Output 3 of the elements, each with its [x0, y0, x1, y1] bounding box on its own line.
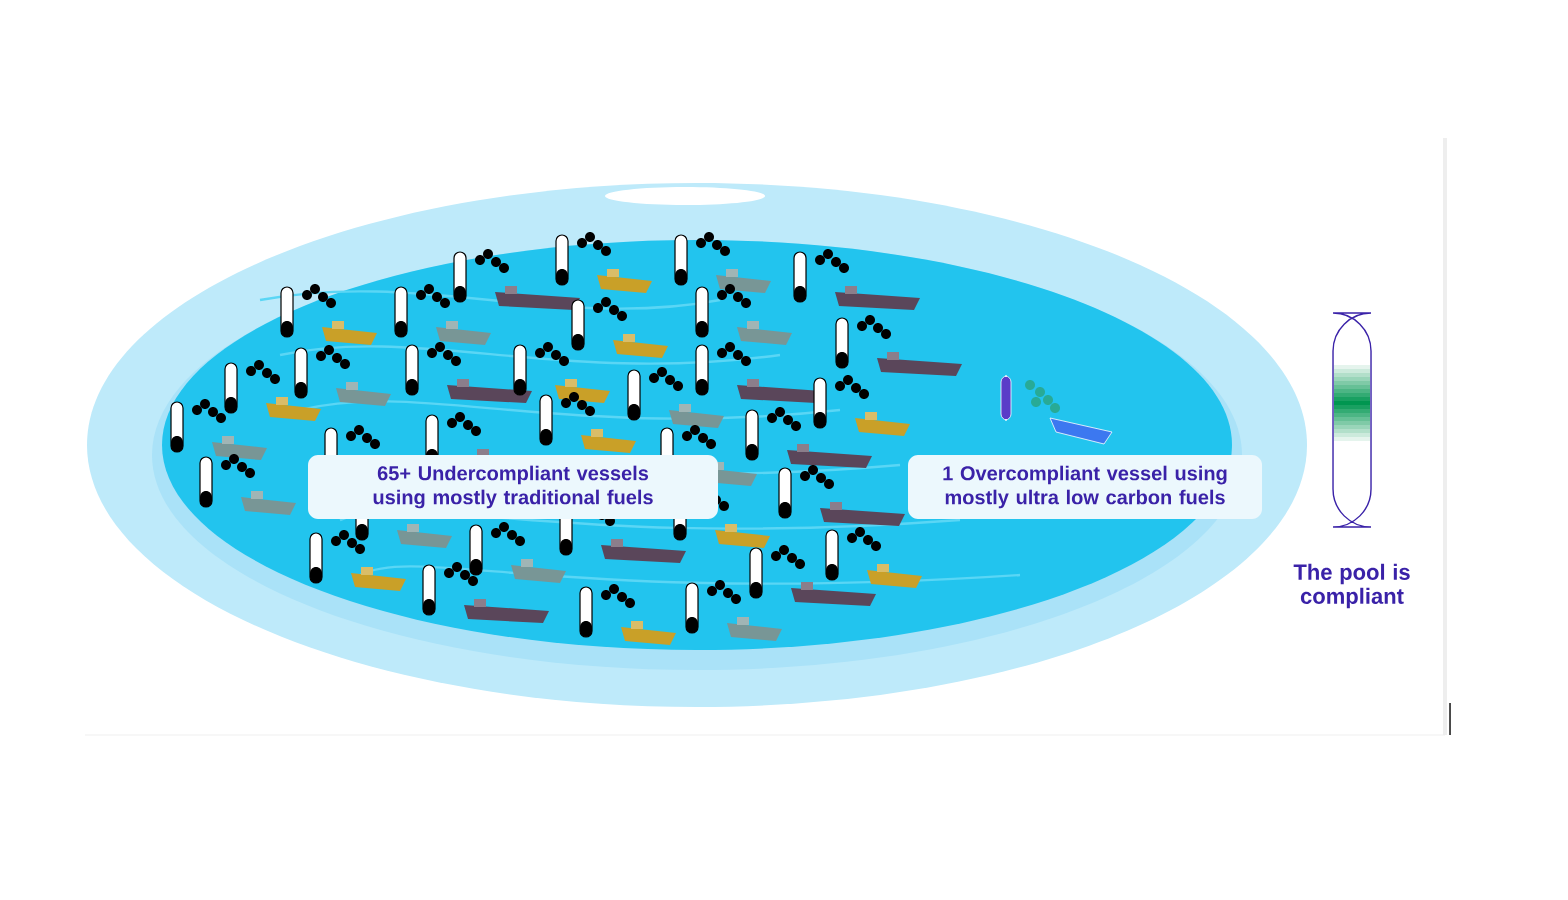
text-box: 1 Overcompliant vessel using mostly ultra low carbon fuels: [908, 455, 1262, 519]
text-box: 65+ Undercompliant vessels using mostly traditional fuels: [308, 455, 718, 519]
status-label: The pool is compliant: [1293, 563, 1410, 609]
